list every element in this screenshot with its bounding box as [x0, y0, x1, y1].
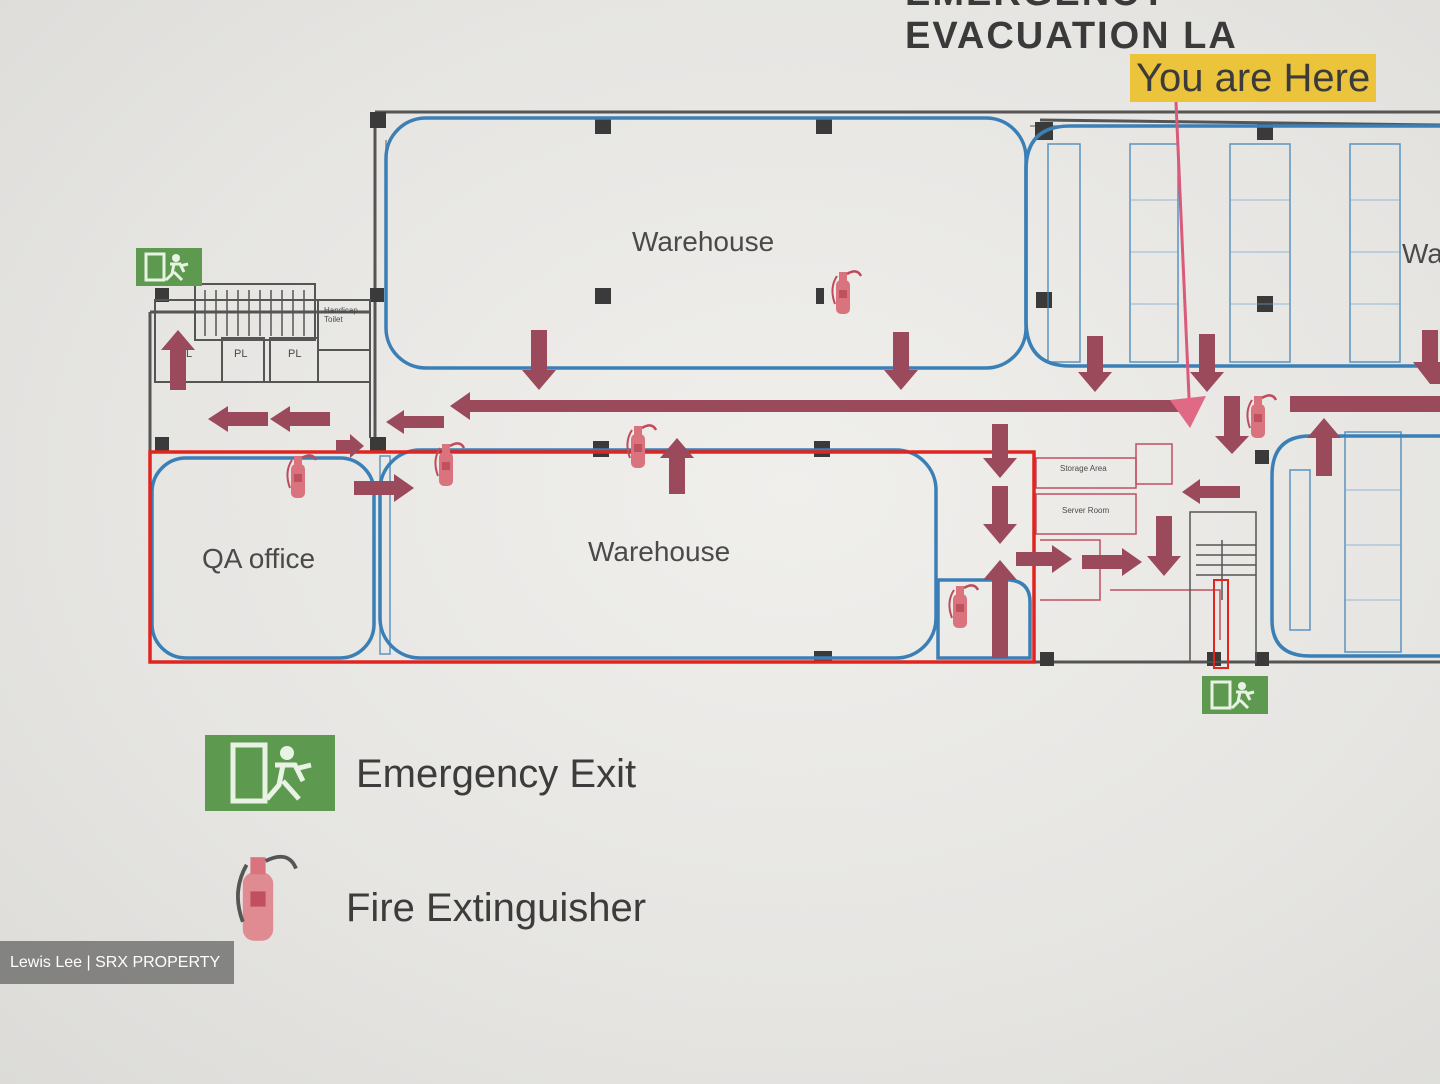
- you-are-here-pointer: [1174, 101, 1192, 421]
- room-label-warehouse-bottom: Warehouse: [588, 536, 731, 567]
- room-label-qa-office: QA office: [202, 543, 316, 574]
- evacuation-route-arrows: [161, 330, 1440, 658]
- room-label-warehouse-top: Warehouse: [632, 226, 775, 257]
- room-label-server-room: Server Room: [1062, 506, 1110, 515]
- you-are-here-label: You are Here: [1130, 54, 1377, 102]
- room-label-l: L: [186, 348, 193, 360]
- fire-extinguisher-icon: [948, 584, 980, 630]
- room-label-handicap-toilet: Handicap Toilet: [324, 306, 358, 324]
- fire-extinguisher-icon: [626, 424, 658, 470]
- legend-fire-extinguisher-label: Fire Extinguisher: [346, 886, 647, 930]
- fire-extinguisher-icon: [1246, 394, 1278, 440]
- legend-exit-icon: [205, 735, 335, 811]
- you-are-here-arrowhead: [1170, 396, 1206, 428]
- room-label-pl-2: PL: [288, 348, 302, 360]
- room-label-storage-area: Storage Area: [1060, 464, 1107, 473]
- fire-extinguisher-icon: [831, 270, 863, 316]
- photo-credit: Lewis Lee | SRX PROPERTY: [0, 941, 234, 984]
- emergency-exit-icon: [134, 246, 204, 288]
- legend-exit-label: Emergency Exit: [356, 752, 637, 796]
- room-label-pl-1: PL: [234, 348, 248, 360]
- room-label-warehouse-right: Wa: [1402, 238, 1440, 269]
- emergency-exit-icon: [1200, 674, 1270, 716]
- fire-extinguisher-icon: [286, 454, 318, 500]
- plan-title-partial: EMERGENCY EVACUATION LA: [905, 0, 1238, 57]
- legend-fire-extinguisher-icon: [236, 854, 298, 941]
